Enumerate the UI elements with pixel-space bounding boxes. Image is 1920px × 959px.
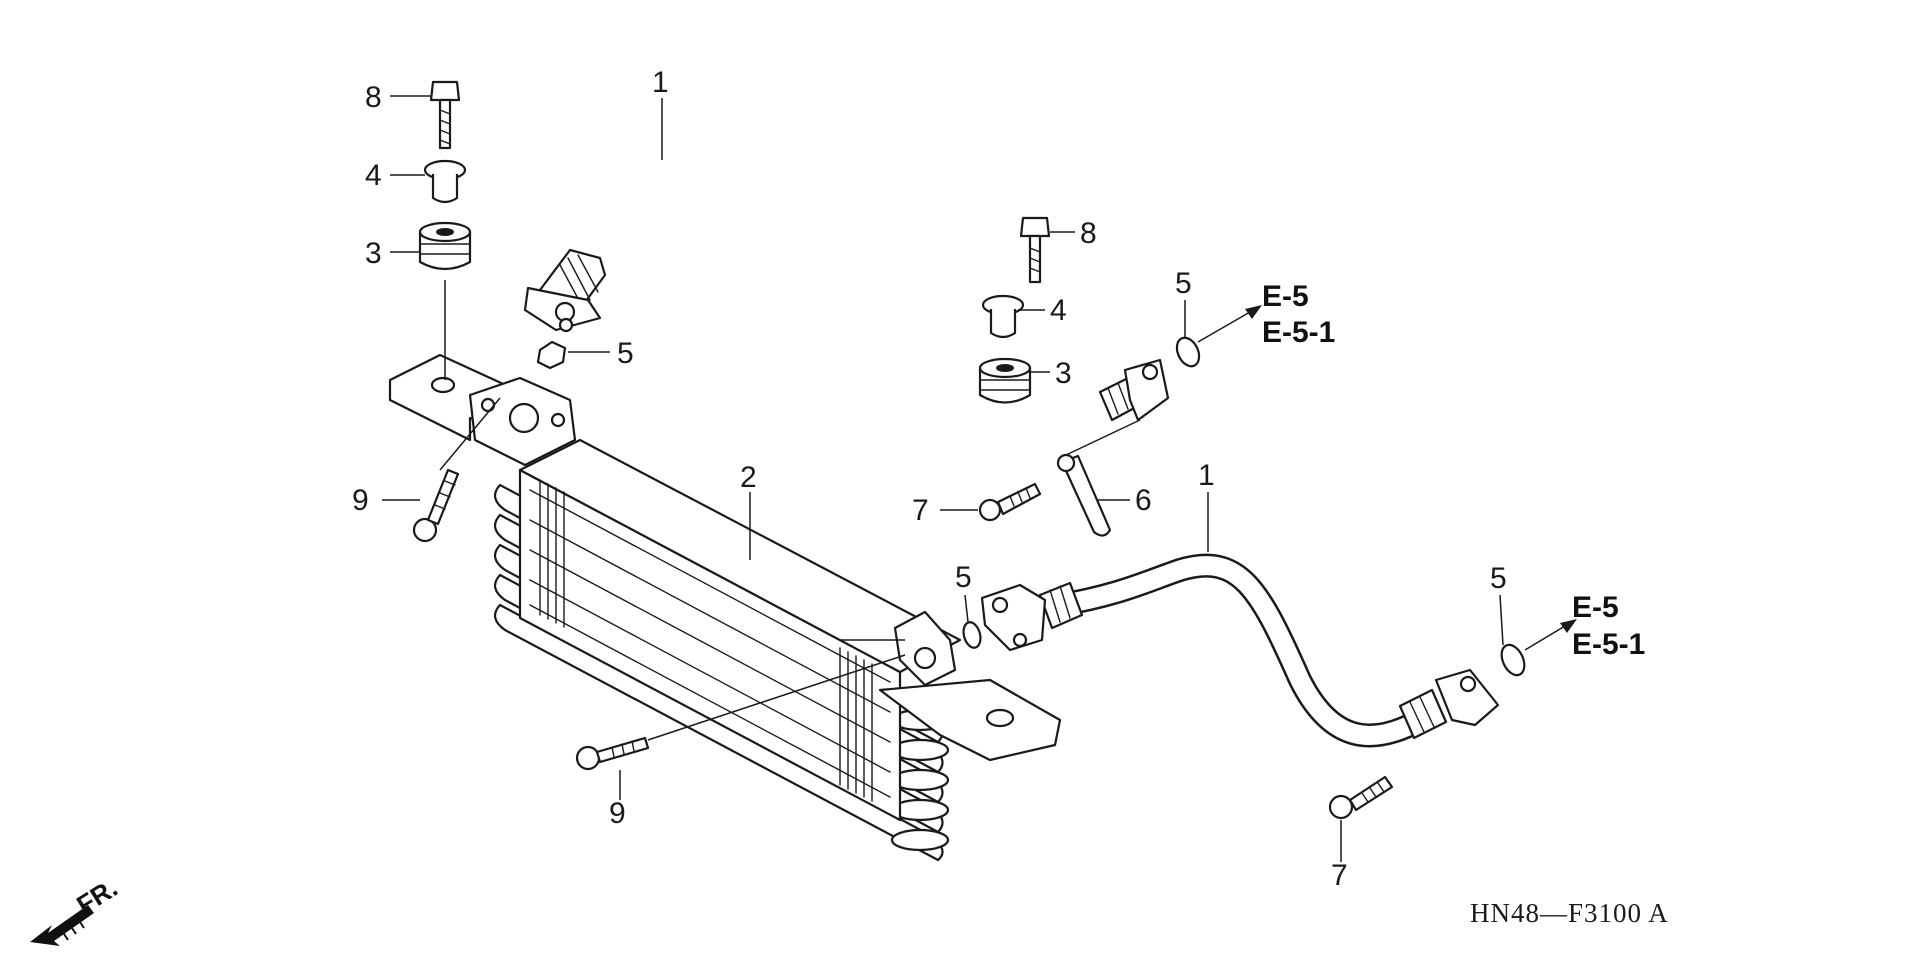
leader-bolt9-to-fitting [647, 654, 906, 741]
bolt-9-left[interactable] [412, 468, 460, 543]
ref-upper-e5-1: E-5-1 [1262, 316, 1335, 349]
bolt-7-lower[interactable] [1328, 775, 1394, 820]
callout-7-upper: 7 [912, 494, 929, 527]
callout-5-mid: 5 [617, 337, 634, 370]
oring-5-center[interactable] [961, 620, 983, 649]
bolt-8-right[interactable] [1019, 216, 1051, 284]
bracket-right [878, 678, 1062, 762]
oil-hose-lower[interactable] [980, 553, 1500, 748]
cooler-top-face [518, 438, 962, 674]
callout-6: 6 [1135, 484, 1152, 517]
oring-5-upper-right[interactable] [1173, 334, 1204, 370]
bolt-8-left[interactable] [429, 80, 461, 150]
callout-1-upper: 1 [652, 66, 669, 99]
callout-2: 2 [740, 461, 757, 494]
oil-hose-upper[interactable] [523, 146, 1170, 445]
grommet-3-right[interactable] [978, 357, 1032, 404]
collar-4-right[interactable] [981, 294, 1025, 339]
front-arrow-icon [30, 905, 94, 946]
callout-1-lower: 1 [1198, 459, 1215, 492]
callout-4-left: 4 [365, 159, 382, 192]
cooler-fins [529, 479, 891, 802]
oil-cooler[interactable] [388, 353, 1062, 862]
callout-5-lower-right: 5 [1490, 562, 1507, 595]
callout-3-left: 3 [365, 237, 382, 270]
hose-lower-right-crimp [1398, 688, 1448, 740]
ref-arrow-lower [1524, 619, 1577, 651]
hose-lower-right-flange [1434, 668, 1500, 727]
ref-arrow-upper [1197, 305, 1262, 343]
ref-lower-e5-1: E-5-1 [1572, 628, 1645, 661]
bolt-9-bottom[interactable] [575, 736, 650, 771]
ref-upper-e5: E-5 [1262, 280, 1309, 313]
callout-4-right: 4 [1050, 294, 1067, 327]
grommet-3-left[interactable] [418, 221, 472, 271]
callout-8-right: 8 [1080, 217, 1097, 250]
callout-leaders [382, 95, 1504, 862]
stay-6[interactable] [1056, 419, 1141, 537]
bracket-right-hole [985, 708, 1015, 728]
bracket-left-hole [430, 376, 456, 394]
callout-9-left: 9 [352, 484, 369, 517]
callout-9-bottom: 9 [609, 797, 626, 830]
callout-5-upper-right: 5 [1175, 267, 1192, 300]
leader-bolt9-left-to-bracket [439, 397, 501, 471]
diagram-code: HN48—F3100 A [1470, 898, 1669, 928]
callout-8-left: 8 [365, 81, 382, 114]
collar-4-left[interactable] [423, 159, 467, 204]
callout-7-lower: 7 [1331, 859, 1348, 892]
oring-5-lower-right[interactable] [1497, 641, 1529, 678]
bolt-7-upper[interactable] [978, 482, 1042, 522]
oring-5-mid[interactable] [536, 340, 567, 370]
ref-lower-e5: E-5 [1572, 591, 1619, 624]
callout-3-right: 3 [1055, 357, 1072, 390]
callout-5-center: 5 [955, 561, 972, 594]
